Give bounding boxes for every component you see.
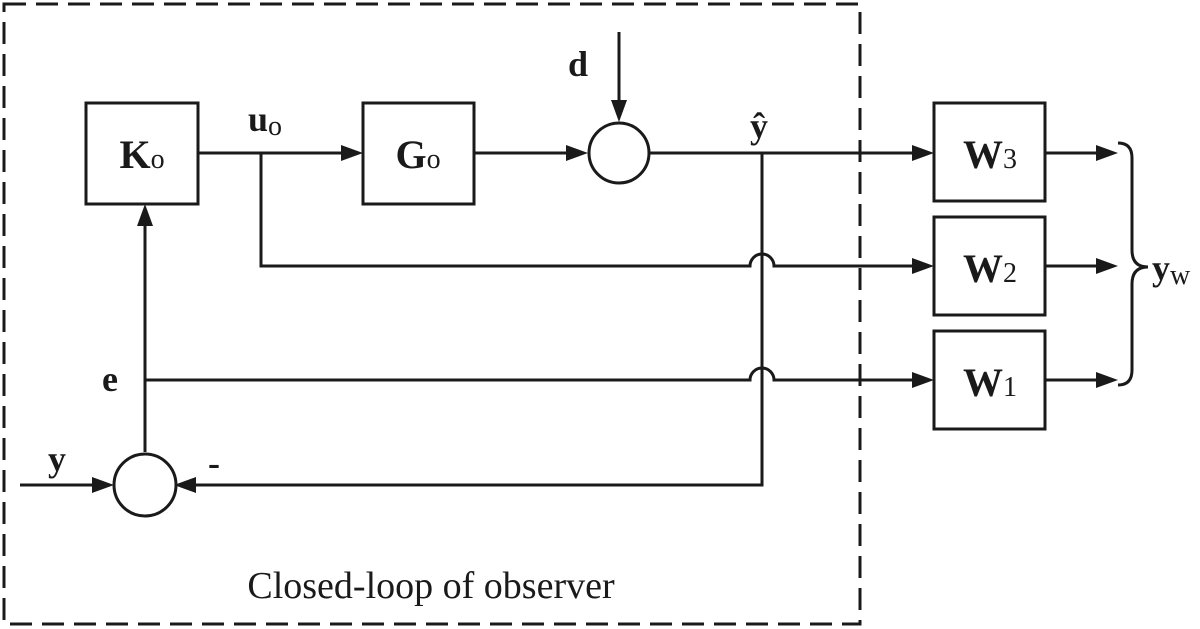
weight-3-label: W3 <box>963 132 1017 177</box>
estimate-label: ŷ <box>750 106 768 146</box>
plant-model-block <box>361 101 476 206</box>
disturbance-label: d <box>568 44 588 84</box>
arrowhead-into-sum <box>566 145 588 161</box>
arrowhead-into-w2 <box>912 258 934 274</box>
arrowhead-into-w1 <box>912 372 934 388</box>
weight-1-label: W1 <box>963 360 1017 405</box>
arrowhead-into-w3 <box>912 145 934 161</box>
control-signal-label: uo <box>248 99 282 142</box>
arrowheads <box>92 100 1118 493</box>
signal-lines <box>20 32 1100 487</box>
weight-3-block <box>932 101 1047 203</box>
disturbance-summing-junction <box>587 121 651 185</box>
error-summing-junction <box>112 452 178 518</box>
arrowhead-into-ko <box>137 204 153 226</box>
weight-1-block <box>932 329 1047 431</box>
plant-model-label: Go <box>395 132 440 177</box>
arrowhead-w2-out <box>1096 258 1118 274</box>
arrowhead-w3-out <box>1096 145 1118 161</box>
arrowhead-into-go <box>341 145 363 161</box>
line-yhat-feedback <box>188 153 764 487</box>
observer-boundary <box>2 2 862 626</box>
output-brace <box>1117 141 1149 387</box>
weight-2-block <box>932 215 1047 317</box>
observer-gain-label: Ko <box>119 132 164 177</box>
weight-2-label: W2 <box>963 246 1017 291</box>
line-uo-to-w2 <box>259 153 920 268</box>
measurement-label: y <box>48 439 66 479</box>
line-e-to-w1 <box>145 366 920 382</box>
arrowhead-w1-out <box>1096 372 1118 388</box>
observer-gain-block <box>84 101 200 206</box>
error-label: e <box>102 359 118 399</box>
arrowhead-y-input <box>92 477 114 493</box>
observer-caption: Closed-loop of observer <box>247 565 615 607</box>
arrowhead-disturbance <box>611 100 627 122</box>
negative-sign-label: - <box>208 443 220 483</box>
arrowhead-feedback <box>174 477 196 493</box>
weighted-output-label: yw <box>1152 248 1191 291</box>
